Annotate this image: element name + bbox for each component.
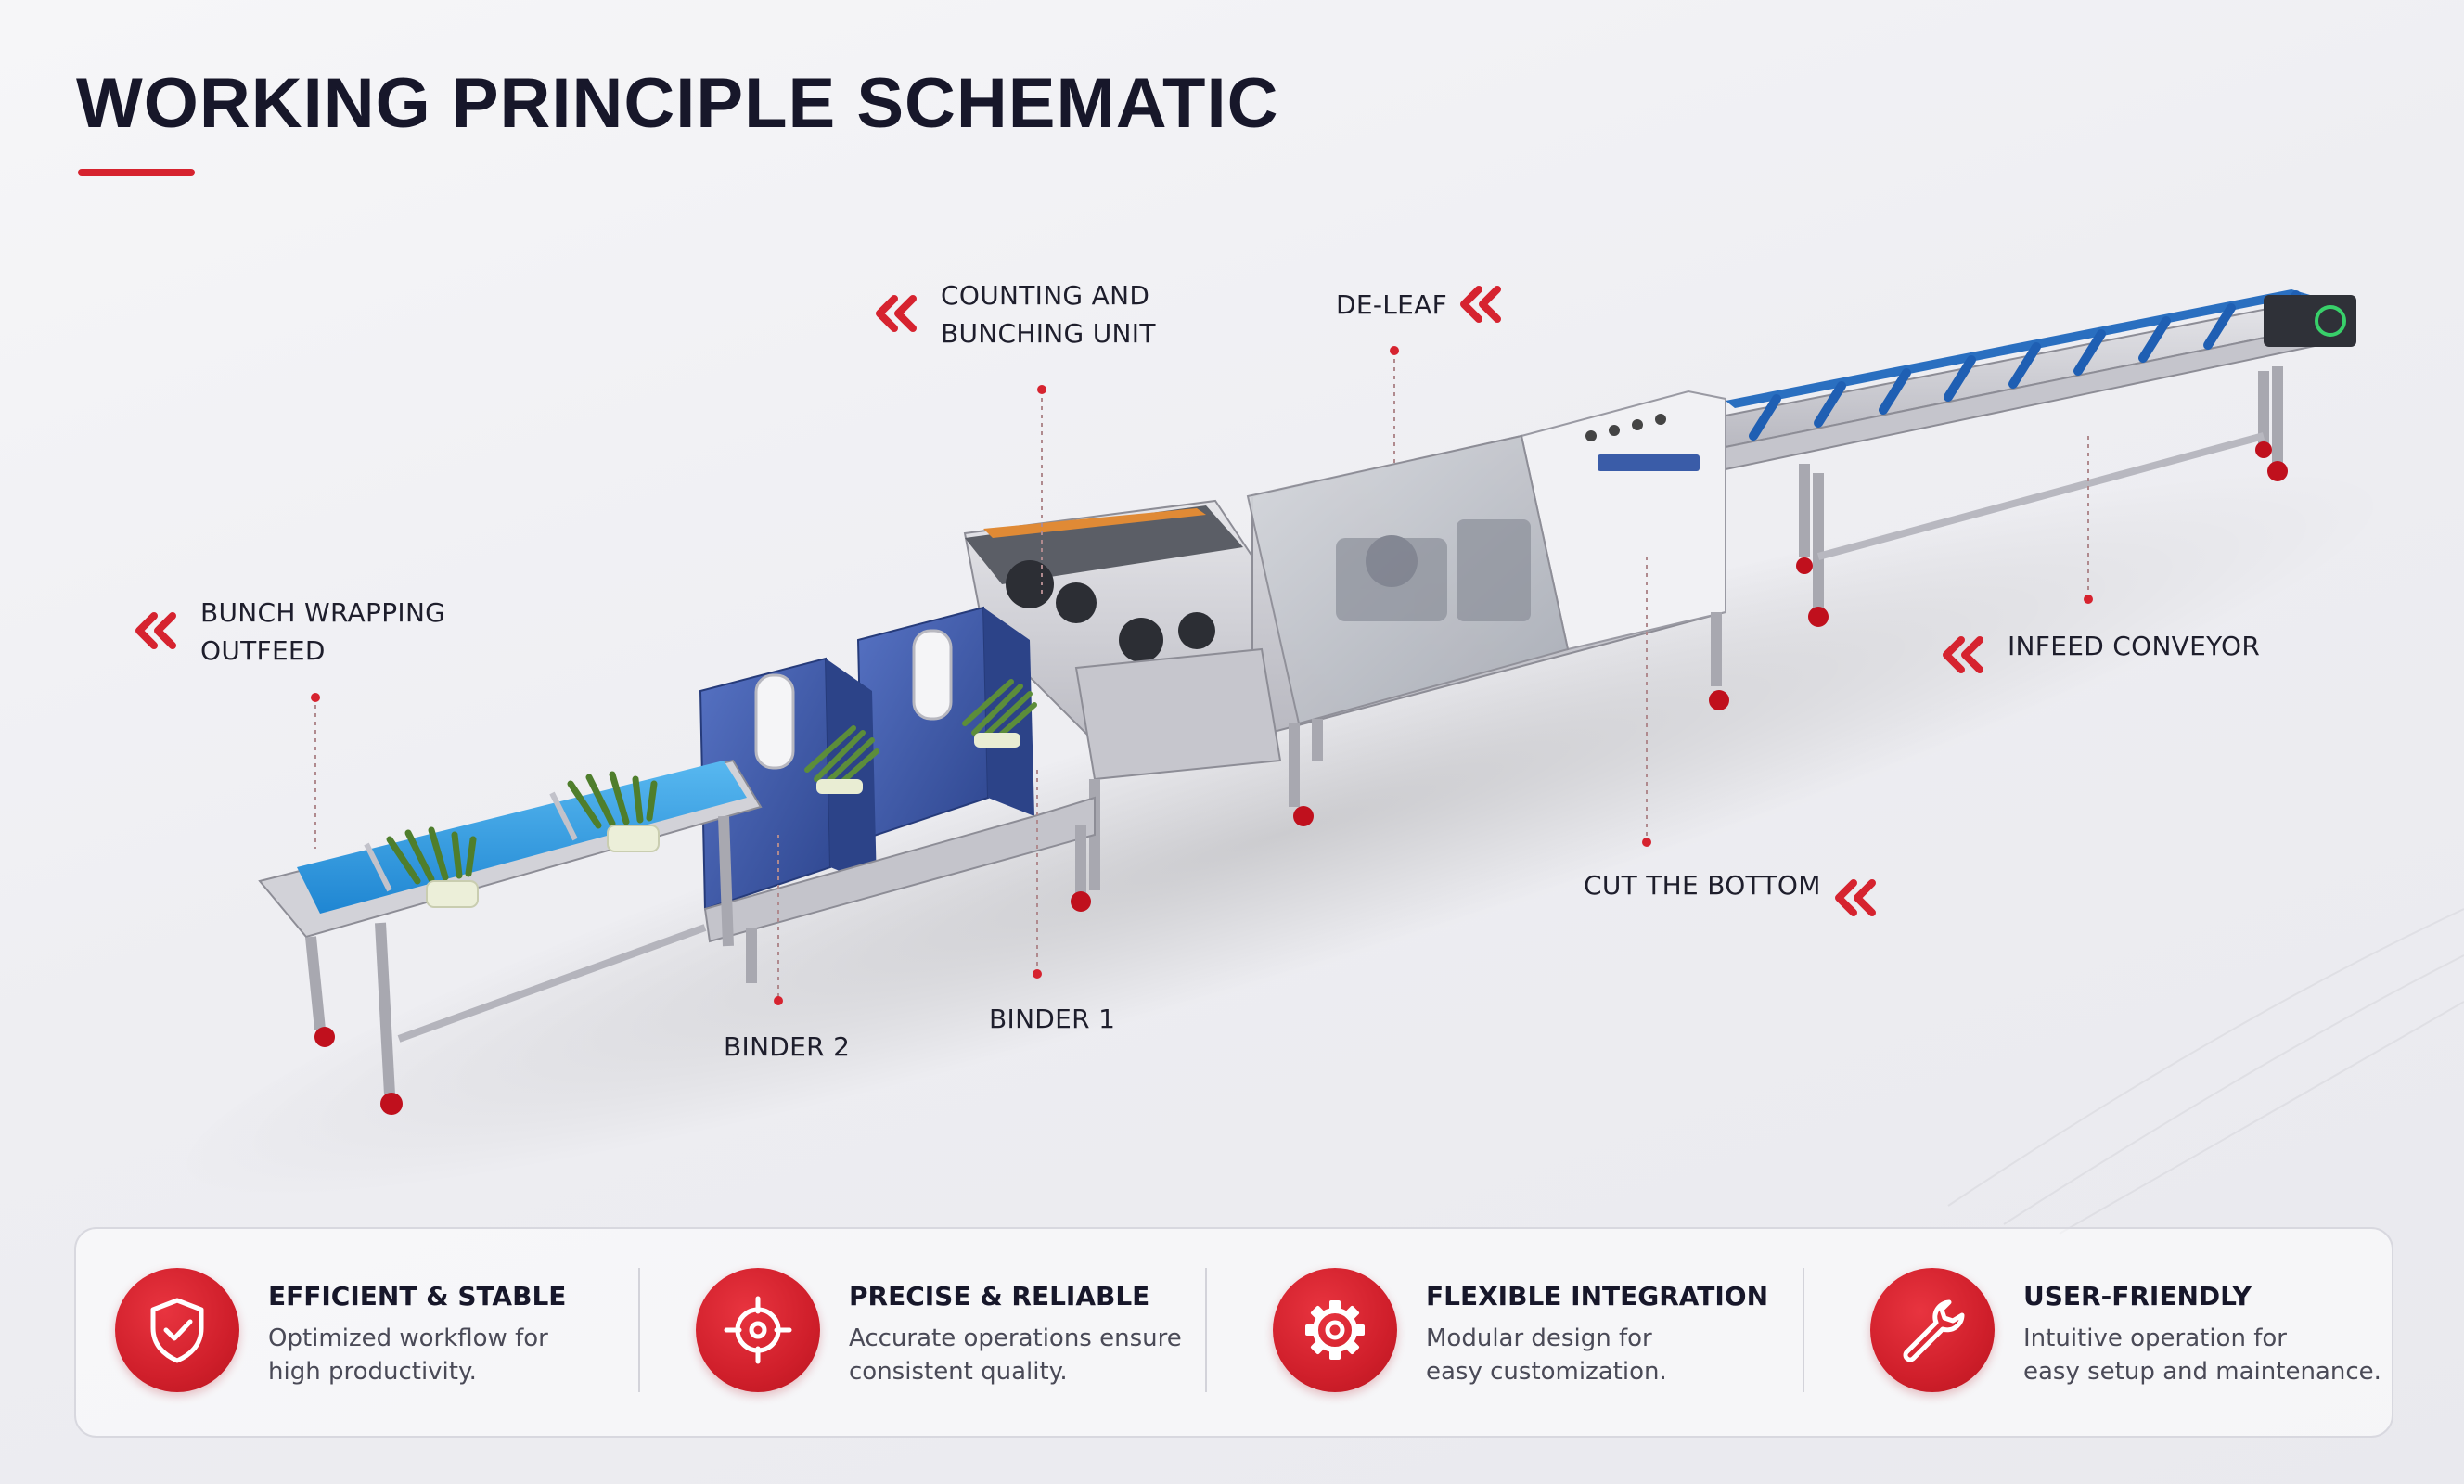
feature-efficient: EFFICIENT & STABLE Optimized workflow fo… [115,1229,635,1436]
callout-outfeed: BUNCH WRAPPING OUTFEED [200,597,446,666]
divider [1803,1268,1804,1392]
divider [638,1268,640,1392]
produce-bunch [386,826,479,908]
wrench-icon [1870,1268,1995,1392]
leader-lines [314,351,2089,1000]
page-title: WORKING PRINCIPLE SCHEMATIC [76,64,1279,143]
target-icon [696,1268,820,1392]
binder-2 [699,657,879,911]
counting-unit [963,499,1282,890]
chevron-left-icon [1943,636,1983,673]
deleaf-cabinet [1246,390,1729,826]
callout-infeed-conveyor: INFEED CONVEYOR [2008,631,2261,661]
binder-1 [856,606,1037,841]
chevron-left-icon [876,295,917,332]
feature-panel: EFFICIENT & STABLE Optimized workflow fo… [74,1227,2393,1438]
chevron-left-icon [1460,286,1501,323]
callout-binder-1: BINDER 1 [989,1004,1116,1034]
leader-dots [311,346,2093,1005]
callout-cut-bottom: CUT THE BOTTOM [1584,870,1821,901]
callout-deleaf: DE-LEAF [1336,289,1448,320]
feature-flexible: FLEXIBLE INTEGRATION Modular design for … [1273,1229,1792,1436]
feature-user-friendly: USER-FRIENDLY Intuitive operation for ea… [1870,1229,2381,1436]
title-underline [78,169,195,176]
produce-bunch [567,771,660,852]
chevron-left-icon [135,612,176,649]
callout-binder-2: BINDER 2 [724,1031,851,1062]
chevron-left-icon [1835,879,1876,916]
shield-check-icon [115,1268,239,1392]
gear-icon [1273,1268,1397,1392]
callout-counting-unit: COUNTING AND BUNCHING UNIT [941,280,1156,349]
divider [1205,1268,1207,1392]
feature-precise: PRECISE & RELIABLE Accurate operations e… [696,1229,1252,1436]
outfeed-conveyor [258,759,763,1115]
